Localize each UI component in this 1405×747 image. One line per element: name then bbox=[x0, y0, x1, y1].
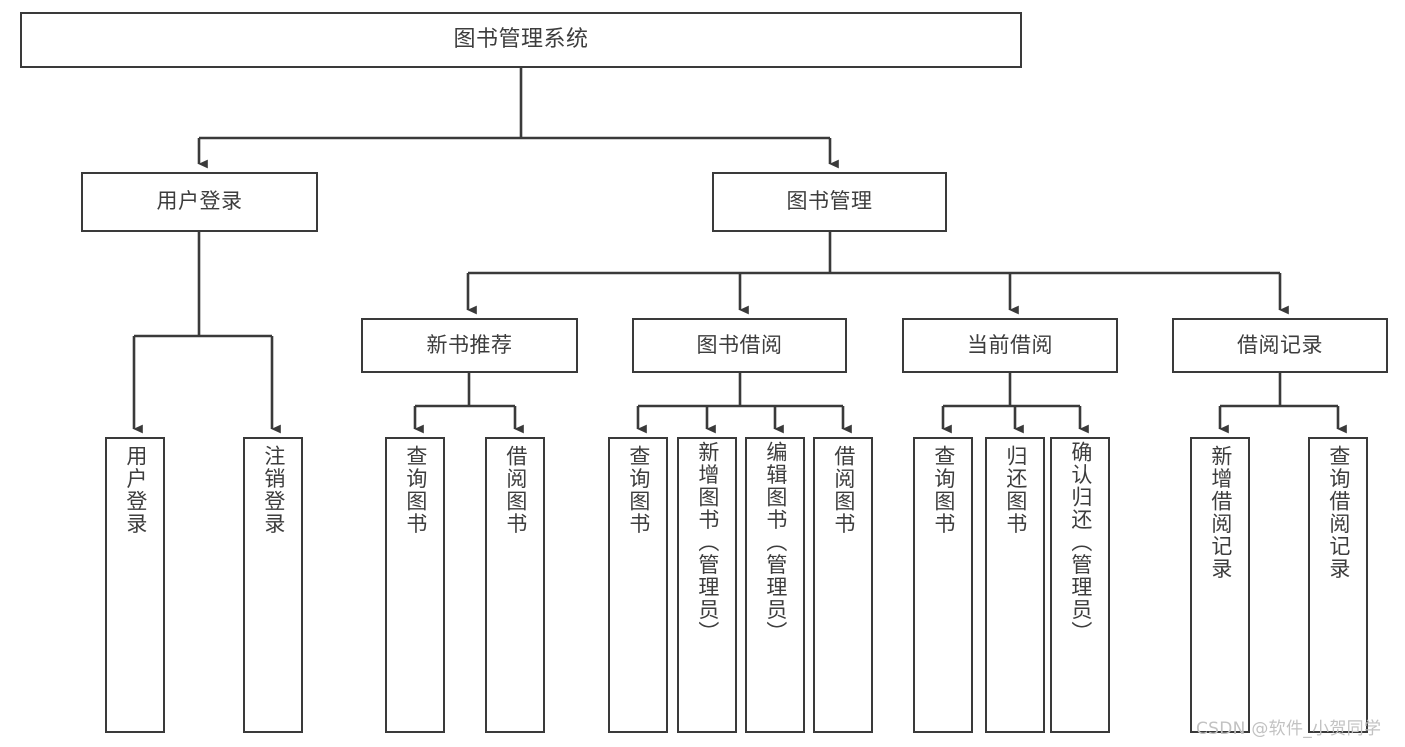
leaf-query-book-newbook[interactable]: 查询图书 bbox=[385, 437, 445, 733]
node-label: 查询借阅记录 bbox=[1326, 445, 1351, 580]
node-label: 查询图书 bbox=[403, 445, 428, 535]
node-label: 新增图书（管理员） bbox=[695, 441, 720, 644]
leaf-borrow-book-newbook[interactable]: 借阅图书 bbox=[485, 437, 545, 733]
node-label: 借阅记录 bbox=[1237, 332, 1323, 357]
node-label: 当前借阅 bbox=[967, 332, 1053, 357]
leaf-add-book-admin[interactable]: 新增图书（管理员） bbox=[677, 437, 737, 733]
leaf-query-book-borrow[interactable]: 查询图书 bbox=[608, 437, 668, 733]
node-label: 确认归还（管理员） bbox=[1068, 441, 1093, 644]
node-label: 用户登录 bbox=[123, 445, 148, 535]
leaf-edit-book-admin[interactable]: 编辑图书（管理员） bbox=[745, 437, 805, 733]
leaf-user-login[interactable]: 用户登录 bbox=[105, 437, 165, 733]
node-root-system[interactable]: 图书管理系统 bbox=[20, 12, 1022, 68]
node-borrow-record[interactable]: 借阅记录 bbox=[1172, 318, 1388, 373]
leaf-query-borrow-record[interactable]: 查询借阅记录 bbox=[1308, 437, 1368, 733]
leaf-query-book-current[interactable]: 查询图书 bbox=[913, 437, 973, 733]
node-label: 查询图书 bbox=[626, 445, 651, 535]
node-label: 新书推荐 bbox=[426, 332, 513, 357]
node-user-login[interactable]: 用户登录 bbox=[81, 172, 318, 232]
leaf-logout[interactable]: 注销登录 bbox=[243, 437, 303, 733]
node-label: 图书借阅 bbox=[696, 332, 783, 357]
leaf-return-book[interactable]: 归还图书 bbox=[985, 437, 1045, 733]
leaf-confirm-return-admin[interactable]: 确认归还（管理员） bbox=[1050, 437, 1110, 733]
node-label: 归还图书 bbox=[1003, 445, 1028, 535]
node-label: 借阅图书 bbox=[503, 445, 528, 535]
node-book-management[interactable]: 图书管理 bbox=[712, 172, 947, 232]
node-label: 编辑图书（管理员） bbox=[763, 441, 788, 644]
leaf-add-borrow-record[interactable]: 新增借阅记录 bbox=[1190, 437, 1250, 733]
node-label: 新增借阅记录 bbox=[1208, 445, 1233, 580]
csdn-watermark: CSDN @软件_小贺同学 bbox=[1196, 719, 1382, 739]
node-label: 注销登录 bbox=[261, 445, 286, 535]
node-label: 用户登录 bbox=[156, 189, 243, 214]
node-new-book-recommend[interactable]: 新书推荐 bbox=[361, 318, 578, 373]
leaf-borrow-book[interactable]: 借阅图书 bbox=[813, 437, 873, 733]
node-label: 借阅图书 bbox=[831, 445, 856, 535]
node-label: 图书管理系统 bbox=[453, 26, 589, 52]
node-current-borrow[interactable]: 当前借阅 bbox=[902, 318, 1118, 373]
node-label: 图书管理 bbox=[786, 189, 873, 214]
node-label: 查询图书 bbox=[931, 445, 956, 535]
node-book-borrow[interactable]: 图书借阅 bbox=[632, 318, 847, 373]
